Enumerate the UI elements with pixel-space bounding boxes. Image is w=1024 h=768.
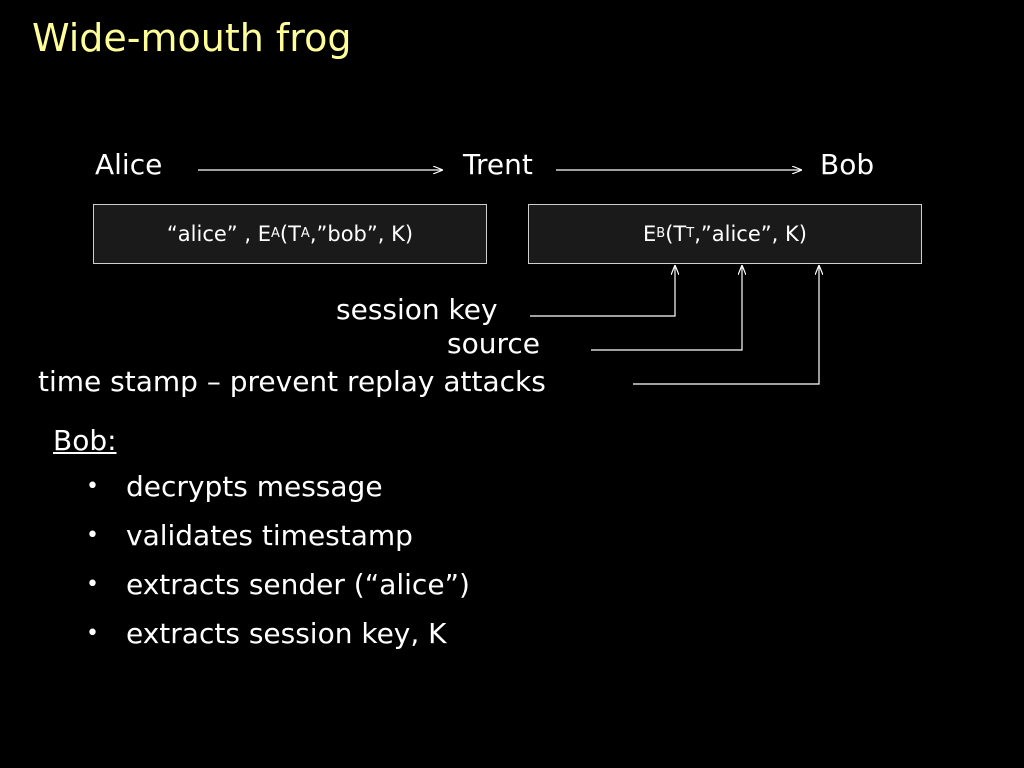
m1-open: “alice” , E (166, 222, 271, 246)
bullet-icon: • (86, 572, 99, 597)
list-item: • validates timestamp (86, 515, 470, 564)
connector-time-stamp (633, 266, 819, 385)
m1-paren: (T (279, 222, 301, 246)
connector-session-key (530, 266, 675, 317)
m2-paren: (T (665, 222, 687, 246)
connector-source (591, 266, 742, 351)
slide-title: Wide-mouth frog (32, 16, 352, 60)
label-source: source (447, 327, 540, 360)
list-item: • extracts sender (“alice”) (86, 564, 470, 613)
bob-steps-list: • decrypts message • validates timestamp •… (86, 466, 470, 662)
list-item-text: validates timestamp (126, 519, 413, 552)
label-session-key: session key (336, 293, 498, 326)
list-item-text: extracts sender (“alice”) (126, 568, 470, 601)
list-item-text: decrypts message (126, 470, 383, 503)
bob-heading: Bob: (53, 424, 117, 457)
list-item: • decrypts message (86, 466, 470, 515)
party-alice: Alice (95, 148, 163, 181)
list-item: • extracts session key, K (86, 613, 470, 662)
m2-open: E (643, 222, 657, 246)
m1-rest: ,”bob”, K) (309, 222, 414, 246)
party-trent: Trent (463, 148, 533, 181)
bullet-icon: • (86, 474, 99, 499)
party-bob: Bob (820, 148, 875, 181)
list-item-text: extracts session key, K (126, 617, 447, 650)
bullet-icon: • (86, 523, 99, 548)
bullet-icon: • (86, 621, 99, 646)
m2-rest: ,”alice”, K) (694, 222, 807, 246)
label-time-stamp: time stamp – prevent replay attacks (38, 365, 546, 398)
